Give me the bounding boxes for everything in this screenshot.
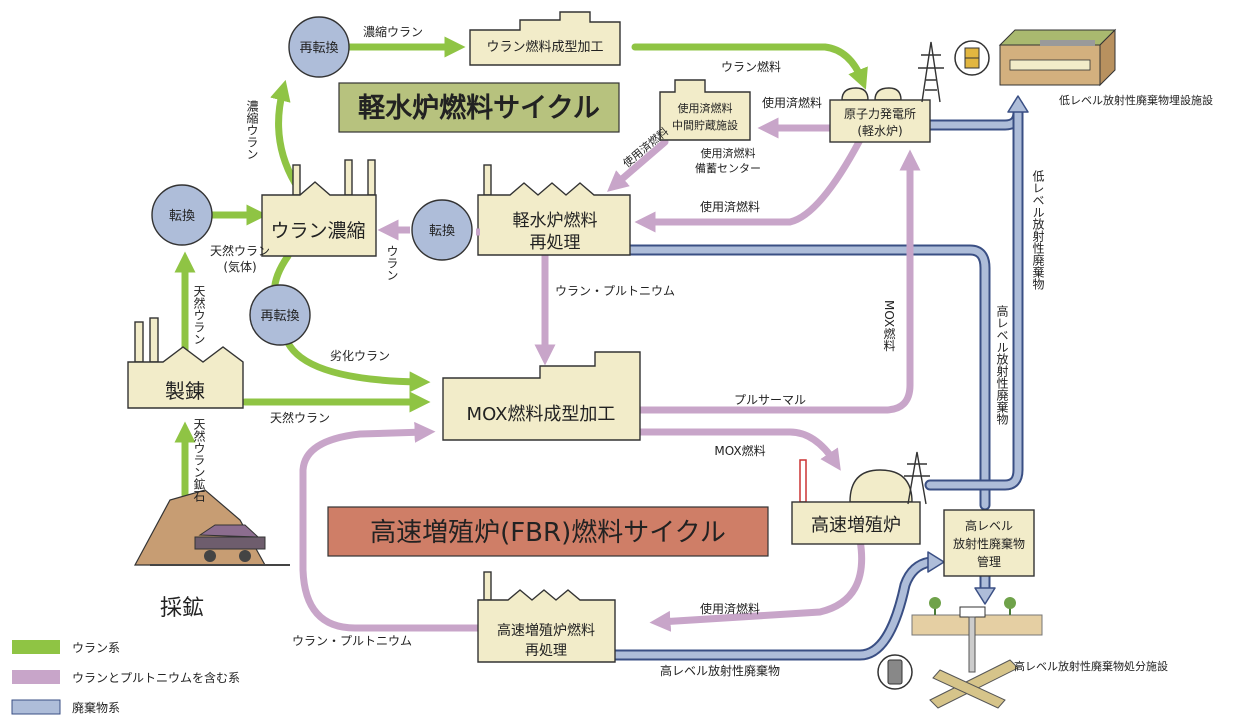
vertical-labels: 濃縮ウラン 天然ウラン 天然ウラン鉱石 ウラン MOX燃料 低レベル放射性廃棄物… bbox=[192, 100, 1045, 502]
svg-text:高速増殖炉: 高速増殖炉 bbox=[811, 514, 901, 536]
svg-text:軽水炉燃料: 軽水炉燃料 bbox=[513, 211, 598, 231]
legend-label-uranium: ウラン系 bbox=[72, 641, 120, 655]
refining-plant: 製錬 bbox=[127, 317, 244, 409]
llw-burial-site bbox=[998, 28, 1117, 87]
backup-center-label-2: 備蓄センター bbox=[695, 162, 761, 175]
svg-text:使用済燃料: 使用済燃料 bbox=[678, 101, 733, 115]
spent-fuel-storage: 使用済燃料 中間貯蔵施設 bbox=[659, 79, 751, 141]
pu-flows bbox=[299, 117, 921, 632]
legend-swatch-waste bbox=[11, 699, 61, 715]
uranium-vertical-label: ウラン bbox=[385, 245, 399, 281]
hlw-vertical-label: 高レベル放射性廃棄物 bbox=[995, 304, 1009, 425]
enrichment-plant: ウラン濃縮 bbox=[261, 159, 377, 257]
svg-text:ウラン燃料成型加工: ウラン燃料成型加工 bbox=[486, 39, 603, 55]
enriched-u-vertical-label: 濃縮ウラン bbox=[245, 100, 259, 160]
fbr-reprocessing-plant: 高速増殖炉燃料 再処理 bbox=[477, 571, 616, 663]
llw-vertical-label: 低レベル放射性廃棄物 bbox=[1031, 170, 1045, 290]
legend: ウラン系 ウランとプルトニウムを含む系 廃棄物系 bbox=[11, 640, 240, 715]
hlw-disposal-label: 高レベル放射性廃棄物処分施設 bbox=[1014, 659, 1168, 673]
transmission-tower-icon bbox=[918, 41, 944, 103]
backup-center-label: 使用済燃料 bbox=[701, 146, 756, 160]
lwr-cycle-title: 軽水炉燃料サイクル bbox=[338, 82, 620, 133]
mining-label: 採鉱 bbox=[160, 596, 204, 621]
u-fuel-label: ウラン燃料 bbox=[721, 59, 781, 74]
natural-u-vertical-label: 天然ウラン bbox=[192, 285, 206, 345]
svg-text:(軽水炉): (軽水炉) bbox=[857, 124, 902, 138]
spent-fuel-label: 使用済燃料 bbox=[700, 601, 760, 616]
conversion-circle: 転換 bbox=[151, 184, 213, 246]
svg-text:再転換: 再転換 bbox=[260, 309, 299, 324]
fast-breeder-reactor: 高速増殖炉 bbox=[791, 459, 921, 545]
mine-icon bbox=[133, 489, 290, 566]
svg-text:転換: 転換 bbox=[169, 209, 195, 224]
svg-text:原子力発電所: 原子力発電所 bbox=[844, 107, 916, 121]
natural-u-ore-vertical-label: 天然ウラン鉱石 bbox=[192, 418, 206, 502]
drum-icon bbox=[954, 40, 990, 76]
svg-text:中間貯蔵施設: 中間貯蔵施設 bbox=[672, 118, 738, 132]
legend-label-u-pu: ウランとプルトニウムを含む系 bbox=[72, 670, 240, 685]
svg-text:高速増殖炉(FBR)燃料サイクル: 高速増殖炉(FBR)燃料サイクル bbox=[370, 518, 726, 548]
legend-swatch-u-pu bbox=[12, 670, 60, 684]
mox-fuel-label: MOX燃料 bbox=[714, 443, 765, 458]
natural-u-label: 天然ウラン bbox=[270, 410, 330, 425]
hlw-management: 高レベル 放射性廃棄物 管理 bbox=[943, 509, 1035, 577]
pluthermal-label: プルサーマル bbox=[734, 393, 806, 407]
nuclear-power-plant: 原子力発電所 (軽水炉) bbox=[829, 87, 931, 143]
transmission-tower-icon bbox=[904, 451, 930, 505]
hlw-bottom-label: 高レベル放射性廃棄物 bbox=[660, 663, 780, 678]
spent-fuel-label: 使用済燃料 bbox=[700, 199, 760, 214]
natural-u-gas-label: 天然ウラン bbox=[210, 243, 270, 258]
lwr-reprocessing-plant: 軽水炉燃料 再処理 bbox=[477, 164, 631, 256]
legend-label-waste: 廃棄物系 bbox=[72, 700, 120, 715]
mox-fabrication-plant: MOX燃料成型加工 bbox=[442, 351, 641, 441]
u-fuel-fabrication: ウラン燃料成型加工 bbox=[469, 11, 621, 66]
svg-text:再処理: 再処理 bbox=[530, 233, 581, 253]
svg-text:高速増殖炉燃料: 高速増殖炉燃料 bbox=[497, 622, 595, 639]
svg-text:再転換: 再転換 bbox=[299, 41, 338, 56]
svg-text:ウラン濃縮: ウラン濃縮 bbox=[270, 220, 365, 242]
svg-text:管理: 管理 bbox=[977, 554, 1001, 569]
canister-icon bbox=[877, 654, 913, 690]
llw-site-label: 低レベル放射性廃棄物埋設施設 bbox=[1059, 93, 1213, 107]
svg-text:高レベル: 高レベル bbox=[965, 518, 1013, 533]
waste-flows bbox=[609, 95, 1029, 661]
conversion-circle-lwr: 転換 bbox=[411, 199, 473, 261]
reconversion-circle-top: 再転換 bbox=[288, 16, 350, 78]
mox-fuel-vertical-label: MOX燃料 bbox=[882, 300, 896, 351]
natural-u-gas-label-2: (気体) bbox=[223, 259, 256, 274]
reconversion-circle-bottom: 再転換 bbox=[249, 284, 311, 346]
spent-fuel-label: 使用済燃料 bbox=[762, 95, 822, 110]
u-pu-label: ウラン・プルトニウム bbox=[555, 284, 675, 298]
hlw-disposal-site bbox=[911, 597, 1043, 709]
svg-text:製錬: 製錬 bbox=[165, 379, 205, 403]
svg-text:再処理: 再処理 bbox=[525, 643, 567, 659]
svg-text:放射性廃棄物: 放射性廃棄物 bbox=[953, 536, 1025, 551]
legend-swatch-uranium bbox=[12, 640, 60, 654]
enriched-u-label: 濃縮ウラン bbox=[363, 24, 423, 39]
svg-text:軽水炉燃料サイクル: 軽水炉燃料サイクル bbox=[358, 93, 600, 124]
fbr-cycle-title: 高速増殖炉(FBR)燃料サイクル bbox=[327, 506, 769, 557]
svg-text:転換: 転換 bbox=[429, 224, 455, 239]
u-pu-bottom-label: ウラン・プルトニウム bbox=[292, 634, 412, 648]
depleted-u-label: 劣化ウラン bbox=[330, 349, 390, 363]
svg-text:MOX燃料成型加工: MOX燃料成型加工 bbox=[467, 404, 616, 425]
